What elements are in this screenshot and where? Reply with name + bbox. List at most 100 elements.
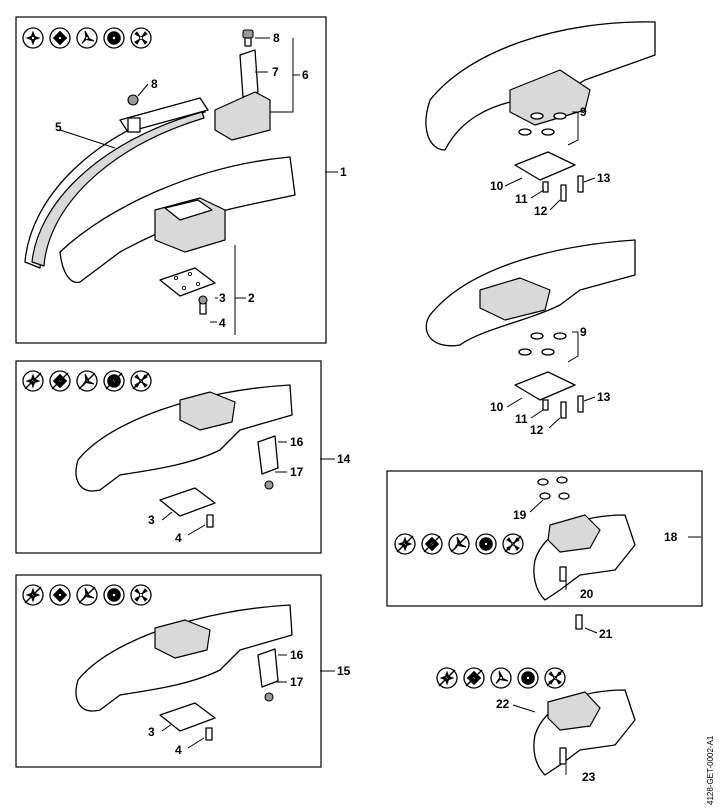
four-blade-icon <box>130 27 152 49</box>
callout-5: 5 <box>55 120 62 134</box>
callout-19: 19 <box>513 508 527 522</box>
plate-10-a <box>514 151 576 181</box>
icon-row-22 <box>436 667 566 689</box>
three-blade-icon <box>76 584 98 606</box>
grass-disc-icon <box>517 667 539 689</box>
four-blade-icon <box>502 533 524 555</box>
callout-12-top: 12 <box>534 204 548 218</box>
star-disc-icon <box>436 667 458 689</box>
callout-20: 20 <box>580 587 594 601</box>
washers-9-a <box>518 112 567 136</box>
callout-10-top: 10 <box>490 179 504 193</box>
callout-7: 7 <box>272 65 279 79</box>
drawing-code: 4128-GET-0002-A1 <box>706 735 715 805</box>
panel-guard-18 <box>386 470 703 607</box>
callout-11-mid: 11 <box>515 412 528 426</box>
callout-8-left: 8 <box>151 77 158 91</box>
panel-guard-14 <box>15 360 322 554</box>
callout-1: 1 <box>340 165 347 179</box>
screw-4-a <box>198 295 208 315</box>
callout-17-b: 17 <box>290 675 304 689</box>
icon-row-14 <box>22 370 152 392</box>
holder-16-a <box>257 435 279 475</box>
star-disc-icon <box>22 584 44 606</box>
square-blade-icon <box>49 370 71 392</box>
callout-22: 22 <box>496 697 510 711</box>
screw-20 <box>559 566 567 582</box>
plate-10-b <box>514 371 576 401</box>
screw-21 <box>575 614 583 630</box>
callout-3-b: 3 <box>148 513 155 527</box>
screws-11-13-a <box>542 175 584 202</box>
guard-22 <box>533 689 636 776</box>
icon-row-18 <box>394 533 524 555</box>
guard-middle-right <box>425 239 636 347</box>
callout-17-a: 17 <box>290 465 304 479</box>
grass-disc-icon <box>103 584 125 606</box>
holder-16-b <box>257 648 279 688</box>
holder-7 <box>214 49 271 141</box>
washers-19 <box>537 476 570 500</box>
callout-16-b: 16 <box>290 648 304 662</box>
washers-9-b <box>518 332 567 356</box>
callout-13-mid: 13 <box>597 390 611 404</box>
callout-15: 15 <box>337 664 351 678</box>
four-blade-icon <box>130 584 152 606</box>
star-disc-icon <box>394 533 416 555</box>
screw-4-c <box>205 727 213 741</box>
square-blade-icon <box>49 584 71 606</box>
plate-3-a <box>159 267 216 297</box>
leader-lines <box>59 37 701 775</box>
callout-9-mid: 9 <box>580 325 587 339</box>
callout-16-a: 16 <box>290 435 304 449</box>
plate-3-c <box>159 702 216 732</box>
deflector-extension <box>24 97 209 269</box>
star-disc-icon <box>22 27 44 49</box>
three-blade-icon <box>76 27 98 49</box>
callout-4-b: 4 <box>175 531 182 545</box>
icon-row-15 <box>22 584 152 606</box>
guard-14 <box>75 384 293 492</box>
grass-disc-icon <box>103 370 125 392</box>
square-blade-icon <box>463 667 485 689</box>
square-blade-icon <box>49 27 71 49</box>
callout-18: 18 <box>664 530 678 544</box>
callout-8-top: 8 <box>273 31 280 45</box>
four-blade-icon <box>544 667 566 689</box>
callout-14: 14 <box>337 452 351 466</box>
callout-2: 2 <box>248 291 255 305</box>
callout-23: 23 <box>582 770 596 784</box>
callout-3-c: 3 <box>148 725 155 739</box>
screw-23 <box>559 747 567 765</box>
grass-disc-icon <box>103 27 125 49</box>
panel-guard-1 <box>15 16 327 344</box>
callout-11-top: 11 <box>515 192 528 206</box>
three-blade-icon <box>448 533 470 555</box>
star-disc-icon <box>22 370 44 392</box>
screw-8-left <box>127 94 139 106</box>
callout-4-c: 4 <box>175 743 182 757</box>
screw-8-top <box>242 29 254 47</box>
icon-row-1 <box>22 27 152 49</box>
four-blade-icon <box>130 370 152 392</box>
guard-1 <box>59 156 296 284</box>
callout-6: 6 <box>302 68 309 82</box>
guard-15 <box>75 604 293 712</box>
plate-3-b <box>159 487 216 517</box>
screw-17-a <box>264 480 274 490</box>
square-blade-icon <box>421 533 443 555</box>
screws-11-13-b <box>542 395 584 419</box>
callout-10-mid: 10 <box>490 400 504 414</box>
callout-9-top: 9 <box>580 105 587 119</box>
three-blade-icon <box>490 667 512 689</box>
callout-3: 3 <box>219 291 226 305</box>
callout-21: 21 <box>599 627 613 641</box>
callout-13-top: 13 <box>597 171 611 185</box>
guard-18 <box>533 514 636 601</box>
callout-4: 4 <box>219 316 226 330</box>
three-blade-icon <box>76 370 98 392</box>
screw-17-b <box>264 692 274 702</box>
grass-disc-icon <box>475 533 497 555</box>
guard-top-right <box>425 21 656 151</box>
